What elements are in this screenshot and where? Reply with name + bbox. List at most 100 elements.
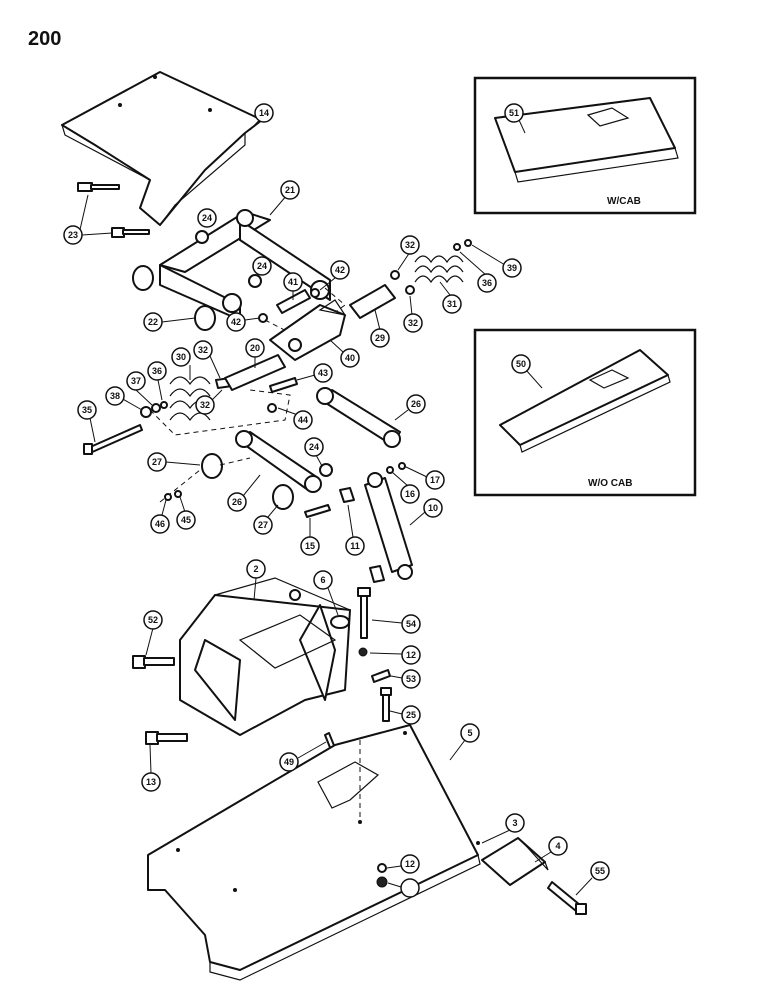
callout-50: 50 (511, 354, 531, 374)
callout-2: 2 (246, 559, 266, 601)
svg-text:12: 12 (406, 650, 416, 660)
callout-53: 25 (389, 705, 421, 725)
bushing-22 (132, 265, 216, 331)
callout-36b: 36 (147, 361, 167, 401)
seat-base-2 (179, 577, 351, 736)
callout-32d: 32 (195, 389, 223, 415)
bolt-23 (77, 182, 150, 238)
bolt-43 (267, 377, 298, 413)
shaft-28 (224, 354, 286, 391)
svg-text:10: 10 (428, 503, 438, 513)
svg-text:17: 17 (430, 475, 440, 485)
svg-text:52: 52 (148, 615, 158, 625)
callout-42a: 42 (319, 260, 350, 291)
svg-text:24: 24 (202, 213, 212, 223)
callout-29: 29 (370, 309, 390, 348)
callout-22: 22 (143, 312, 196, 332)
pin-11 (339, 487, 385, 583)
svg-text:50: 50 (516, 359, 526, 369)
callout-23a: 23 (63, 194, 89, 245)
svg-text:46: 46 (155, 519, 165, 529)
link-26-lower (235, 430, 322, 493)
svg-text:24: 24 (309, 442, 319, 452)
callout-41: 41 (283, 272, 303, 300)
svg-text:42: 42 (335, 265, 345, 275)
callout-32a: 32 (397, 235, 420, 271)
svg-text:36: 36 (152, 366, 162, 376)
svg-text:4: 4 (555, 841, 560, 851)
callout-26a: 26 (394, 394, 426, 421)
callout-32b: 32 (403, 295, 423, 333)
svg-text:32: 32 (408, 318, 418, 328)
callout-14: 14 (249, 103, 274, 131)
callout-11: 11 (345, 504, 365, 556)
callout-49: 5 (449, 723, 480, 761)
svg-text:42: 42 (231, 317, 241, 327)
callout-15: 15 (300, 518, 320, 556)
svg-text:24: 24 (257, 261, 267, 271)
svg-text:32: 32 (200, 400, 210, 410)
callout-31: 31 (439, 281, 462, 314)
svg-text:31: 31 (447, 299, 457, 309)
bolt-53 (380, 687, 392, 722)
callout-24b: 24 (252, 256, 272, 276)
svg-text:55: 55 (595, 866, 605, 876)
nut-24 (195, 230, 333, 477)
svg-text:22: 22 (148, 317, 158, 327)
svg-text:16: 16 (405, 489, 415, 499)
svg-text:26: 26 (232, 497, 242, 507)
callout-27b: 27 (253, 504, 279, 535)
svg-text:32: 32 (405, 240, 415, 250)
callout-12: 53 (390, 669, 421, 689)
callout-28: 20 (245, 338, 265, 368)
callout-54a: 12 (369, 645, 421, 665)
svg-text:6: 6 (320, 575, 325, 585)
callout-21: 21 (269, 180, 300, 216)
svg-text:43: 43 (318, 368, 328, 378)
link-26-upper (316, 387, 401, 448)
bushing-27 (159, 453, 294, 510)
nut-54-55 (376, 863, 388, 888)
inset-with-cab: W/CAB (473, 76, 697, 215)
bolt-52 (357, 587, 391, 683)
svg-text:45: 45 (181, 515, 191, 525)
svg-text:41: 41 (288, 277, 298, 287)
callout-51: 51 (504, 103, 524, 123)
callout-45: 45 (176, 496, 196, 530)
inset-caption-without-cab: W/O CAB (588, 478, 632, 489)
callout-44: 44 (277, 407, 313, 430)
svg-text:29: 29 (375, 333, 385, 343)
svg-text:14: 14 (259, 108, 269, 118)
bolt-15 (304, 504, 331, 518)
callout-32c: 32 (193, 340, 221, 379)
shock-absorber-10 (364, 462, 413, 580)
svg-text:30: 30 (176, 352, 186, 362)
callout-37: 37 (126, 371, 153, 406)
clip-3 (476, 837, 549, 886)
callout-52: 54 (371, 614, 421, 634)
svg-text:51: 51 (509, 108, 519, 118)
svg-text:15: 15 (305, 541, 315, 551)
svg-text:36: 36 (482, 278, 492, 288)
inset-without-cab: W/O CAB (473, 328, 697, 497)
callout-38: 38 (105, 386, 143, 411)
callout-13: 49 (279, 741, 327, 772)
svg-text:20: 20 (250, 343, 260, 353)
callout-24c: 24 (304, 437, 324, 467)
shaft-29 (349, 270, 415, 319)
callout-16: 16 (391, 471, 420, 504)
callout-20: 52 (143, 610, 163, 656)
callout-23b (81, 232, 113, 236)
svg-text:39: 39 (507, 263, 517, 273)
bolt-35 (83, 401, 168, 455)
callout-39: 39 (471, 244, 522, 278)
spring-31 (414, 239, 472, 284)
callout-40: 40 (329, 339, 360, 368)
svg-text:44: 44 (298, 415, 308, 425)
callout-4: 55 (575, 861, 610, 896)
callout-43: 43 (296, 363, 333, 383)
bolt-25 (145, 731, 188, 745)
callout-26b: 26 (227, 474, 261, 512)
pin-41 (258, 287, 346, 339)
svg-text:21: 21 (285, 185, 295, 195)
